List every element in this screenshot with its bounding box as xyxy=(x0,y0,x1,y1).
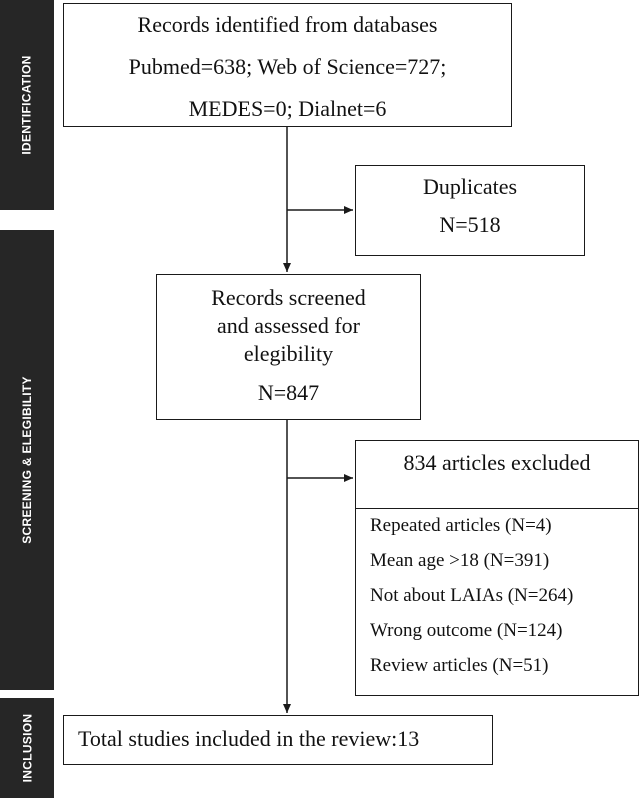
identified-line-2: Pubmed=638; Web of Science=727; xyxy=(128,54,447,79)
exclusion-reason: Mean age >18 (N=391) xyxy=(370,550,550,571)
included-label: Total studies included in the review:13 xyxy=(78,726,420,751)
excluded-reasons-box: Repeated articles (N=4) Mean age >18 (N=… xyxy=(355,508,639,696)
screened-line-3: elegibility xyxy=(243,341,334,366)
exclusion-reason: Wrong outcome (N=124) xyxy=(370,620,563,641)
phase-label-screening: SCREENING & ELEGIBILITY xyxy=(0,230,54,690)
screened-count: N=847 xyxy=(257,380,320,405)
identified-line-1: Records identified from databases xyxy=(137,12,438,37)
screened-line-2: and assessed for xyxy=(217,313,360,338)
studies-included-box: Total studies included in the review:13 xyxy=(63,715,493,765)
excluded-header: 834 articles excluded xyxy=(403,450,591,475)
duplicates-label: Duplicates xyxy=(422,174,518,199)
exclusion-reason: Review articles (N=51) xyxy=(370,655,549,676)
duplicates-count: N=518 xyxy=(439,212,501,237)
identified-line-3: MEDES=0; Dialnet=6 xyxy=(188,96,387,121)
screened-line-1: Records screened xyxy=(211,285,366,310)
exclusion-reason: Not about LAIAs (N=264) xyxy=(370,585,574,606)
phase-label-inclusion: INCLUSION xyxy=(0,698,54,798)
excluded-header-box: 834 articles excluded xyxy=(355,440,639,510)
phase-label-identification: IDENTIFICATION xyxy=(0,0,54,210)
duplicates-box: Duplicates N=518 xyxy=(355,165,585,256)
records-identified-box: Records identified from databases Pubmed… xyxy=(63,3,512,127)
records-screened-box: Records screened and assessed for elegib… xyxy=(156,274,421,420)
exclusion-reason: Repeated articles (N=4) xyxy=(370,515,552,536)
